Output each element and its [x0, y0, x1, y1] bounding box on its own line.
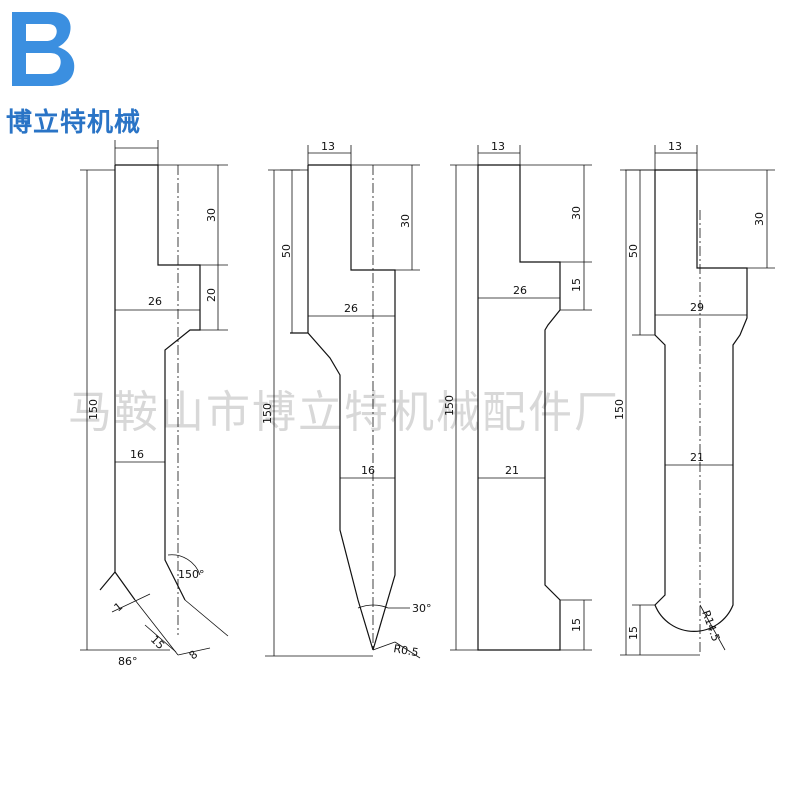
tool3-dim-26: 26 [513, 284, 527, 297]
tool1-dim-15: 15 [148, 633, 167, 652]
tool1-dim-26: 26 [148, 295, 162, 308]
tool2-dim-150: 150 [261, 403, 274, 424]
tool2-dim-50: 50 [280, 244, 293, 258]
tool4-dim-21: 21 [690, 451, 704, 464]
tool3-dim-21: 21 [505, 464, 519, 477]
brand-logo [12, 12, 75, 86]
tool1-dim-8: 8 [187, 648, 201, 662]
tool4-dim-150: 150 [613, 399, 626, 420]
tool1-dim-30: 30 [205, 208, 218, 222]
company-name: 博立特机械 [6, 108, 142, 138]
tool4-dim-13: 13 [668, 140, 682, 153]
tool-1-drawing: 30 20 26 16 150 150° 1 15 8 86° [80, 140, 229, 668]
tool1-dim-150: 150 [87, 399, 100, 420]
tool-3-drawing: 13 30 15 26 21 150 15 [443, 140, 592, 651]
tool2-dim-26: 26 [344, 302, 358, 315]
tool2-radius: R0.5 [392, 642, 419, 659]
tool2-dim-13: 13 [321, 140, 335, 153]
tool3-dim-150: 150 [443, 395, 456, 416]
tool1-dim-20: 20 [205, 288, 218, 302]
tool2-dim-30: 30 [399, 214, 412, 228]
tool3-dim-13: 13 [491, 140, 505, 153]
tool4-dim-29: 29 [690, 301, 704, 314]
tool2-angle-30: 30° [412, 602, 432, 615]
tool1-angle-150: 150° [178, 568, 205, 581]
tool4-radius: R14.5 [699, 609, 722, 644]
tool4-dim-50: 50 [627, 244, 640, 258]
tool2-dim-16: 16 [361, 464, 375, 477]
tool-2-drawing: 13 30 50 26 16 150 30° R0.5 [261, 140, 432, 659]
tool4-dim-30: 30 [753, 212, 766, 226]
tool-4-drawing: 13 30 50 29 21 150 15 R14.5 [613, 140, 775, 656]
tool3-dim-15b: 15 [570, 618, 583, 632]
tool1-angle-86: 86° [118, 655, 138, 668]
tool1-dim-16: 16 [130, 448, 144, 461]
watermark-text: 马鞍山市博立特机械配件厂 [68, 387, 620, 438]
tool3-dim-30: 30 [570, 206, 583, 220]
tool3-dim-15a: 15 [570, 278, 583, 292]
tool4-dim-15: 15 [627, 626, 640, 640]
